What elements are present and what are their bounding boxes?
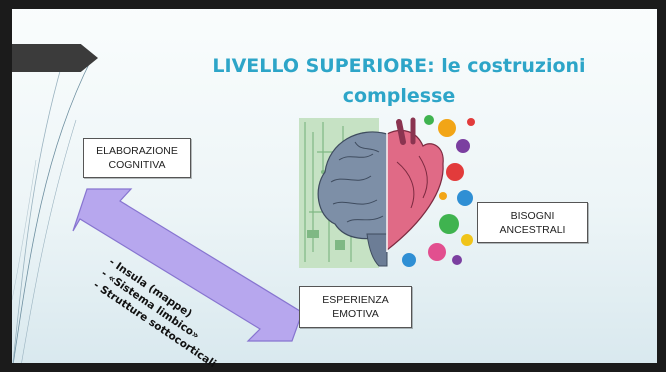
frame-bottom <box>0 363 666 372</box>
decorative-lines <box>11 57 93 372</box>
frame-right <box>657 0 666 372</box>
double-arrow <box>72 188 308 342</box>
callout-esperienza-emotiva: ESPERIENZA EMOTIVA <box>299 286 412 328</box>
callout-elaborazione-cognitiva: ELABORAZIONE COGNITIVA <box>83 138 191 178</box>
callout-text: ESPERIENZA EMOTIVA <box>322 294 389 320</box>
callout-text: BISOGNI ANCESTRALI <box>499 209 566 236</box>
slide-title: LIVELLO SUPERIORE: le costruzioni comple… <box>212 55 586 107</box>
callout-bisogni-ancestrali: BISOGNI ANCESTRALI <box>477 202 588 243</box>
title-arrow-tab <box>12 44 98 72</box>
callout-text: ELABORAZIONE COGNITIVA <box>96 145 178 171</box>
frame-left <box>0 0 12 372</box>
frame-top <box>0 0 666 9</box>
brain-heart-illustration <box>299 115 475 268</box>
